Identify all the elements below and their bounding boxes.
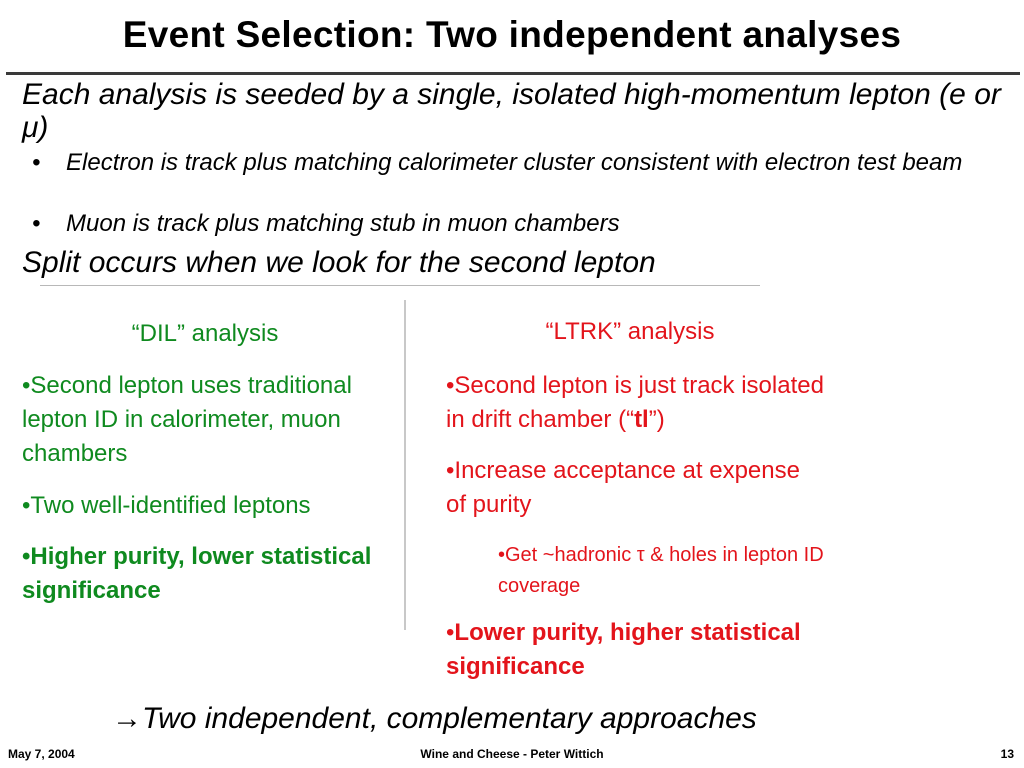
right-arrow-icon: → [112, 702, 142, 735]
title-divider [6, 72, 1020, 75]
dil-item-two-leptons: •Two well-identified leptons [22, 492, 311, 519]
bullet-marker: • [32, 149, 41, 176]
intro-text: Each analysis is seeded by a single, iso… [22, 78, 1001, 144]
split-text: Split occurs when we look for the second… [22, 246, 656, 279]
ltrk-item-track: •Second lepton is just track isolated in… [446, 369, 826, 437]
page-number: 13 [1000, 747, 1014, 761]
dil-item-lepton-id: •Second lepton uses traditional lepton I… [22, 372, 352, 467]
bullet-text: Electron is track plus matching calorime… [66, 149, 963, 176]
ltrk-item-purity: •Lower purity, higher statistical signif… [446, 616, 826, 684]
ltrk-heading: “LTRK” analysis [545, 318, 715, 345]
ltrk-sub-item-tau: •Get ~hadronic τ & holes in lepton ID co… [498, 544, 824, 597]
ltrk-item-purity-text: Lower purity, higher statistical signifi… [446, 619, 801, 680]
ltrk-item-track-end: ) [656, 406, 665, 433]
column-divider [404, 300, 406, 630]
conclusion: →Two independent, complementary approach… [112, 701, 912, 737]
slide-title: Event Selection: Two independent analyse… [122, 14, 902, 55]
footer-date: May 7, 2004 [8, 747, 75, 761]
ltrk-item-track-text: •Second lepton is just track isolated in… [446, 372, 824, 433]
ltrk-item-purity-marker: • [446, 619, 455, 646]
bullet-muon: • Muon is track plus matching stub in mu… [32, 211, 1012, 237]
ltrk-item-acceptance: •Increase acceptance at expense of purit… [446, 457, 800, 518]
ltrk-tl-label: tl [634, 406, 649, 433]
ltrk-quote-close: ” [648, 406, 657, 433]
footer-title: Wine and Cheese - Peter Wittich [420, 747, 604, 761]
split-divider [40, 285, 760, 286]
bullet-text: Muon is track plus matching stub in muon… [66, 210, 620, 237]
dil-item-purity: •Higher purity, lower statistical signif… [22, 543, 372, 604]
ltrk-quote-open: “ [626, 406, 635, 433]
bullet-electron: • Electron is track plus matching calori… [32, 150, 1012, 176]
conclusion-text: Two independent, complementary approache… [142, 702, 757, 735]
bullet-marker: • [32, 210, 41, 237]
dil-heading: “DIL” analysis [131, 320, 279, 347]
